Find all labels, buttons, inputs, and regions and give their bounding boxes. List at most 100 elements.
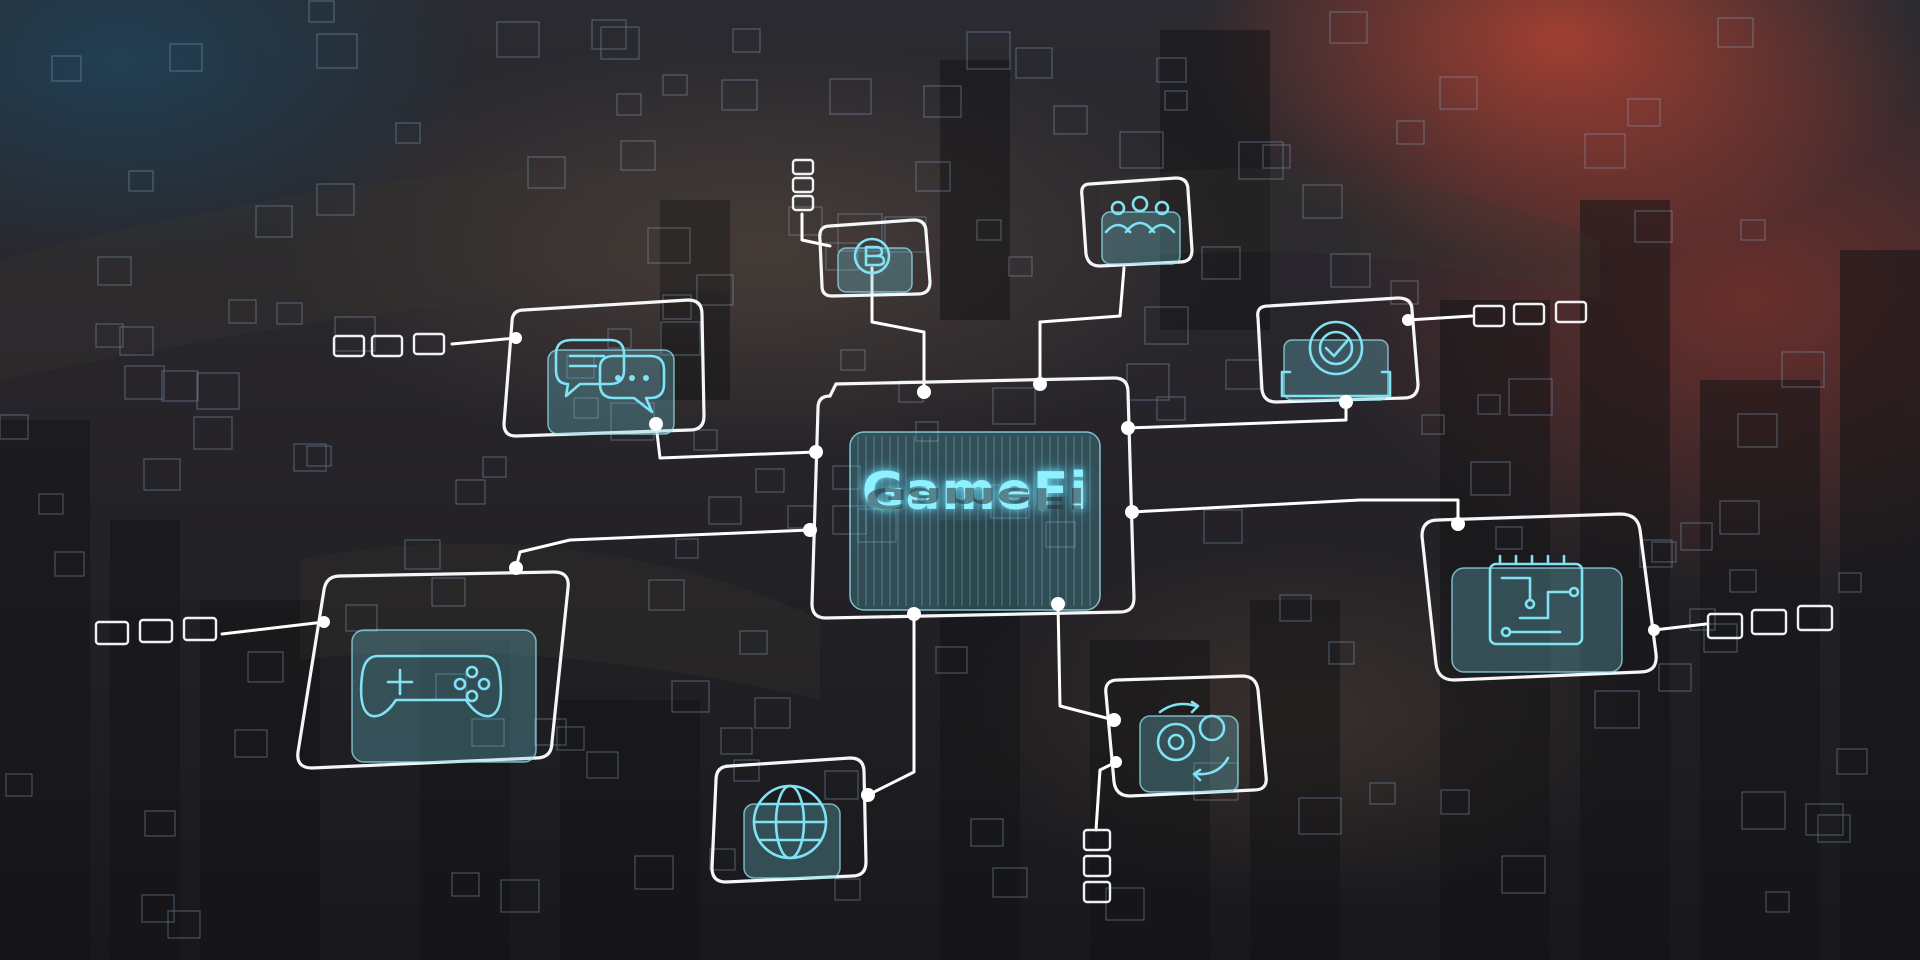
- floating-square: [1369, 782, 1396, 805]
- floating-square: [247, 651, 284, 683]
- floating-square: [966, 31, 1011, 70]
- floating-square: [1817, 814, 1851, 843]
- floating-square: [923, 85, 962, 118]
- floating-square: [1238, 141, 1284, 180]
- floating-square: [1105, 887, 1145, 921]
- floating-square: [0, 414, 29, 440]
- floating-square: [451, 872, 480, 897]
- floating-square: [1717, 17, 1754, 48]
- bitcoin-icon: [853, 237, 891, 275]
- floating-square: [1729, 569, 1757, 593]
- floating-square: [675, 538, 699, 559]
- floating-square: [1765, 891, 1790, 913]
- floating-square: [1639, 539, 1673, 568]
- processor-node: [1420, 512, 1658, 682]
- floating-square: [334, 316, 376, 352]
- floating-square: [634, 855, 674, 890]
- floating-square: [431, 577, 466, 607]
- floating-square: [1144, 306, 1189, 345]
- floating-square: [308, 0, 335, 23]
- floating-square: [573, 397, 599, 419]
- chat-bubbles-icon: [554, 338, 666, 414]
- floating-square: [1477, 394, 1501, 415]
- floating-square: [739, 630, 768, 655]
- floating-square: [1470, 461, 1511, 496]
- floating-square: [1008, 256, 1033, 277]
- floating-square: [620, 140, 656, 171]
- floating-square: [276, 302, 303, 325]
- floating-square: [128, 170, 154, 192]
- floating-square: [496, 21, 540, 58]
- floating-square: [293, 443, 327, 472]
- floating-square: [1781, 351, 1825, 388]
- floating-square: [1396, 120, 1425, 145]
- floating-square: [1329, 11, 1368, 44]
- floating-square: [143, 458, 181, 491]
- floating-square: [693, 429, 718, 451]
- processor-chip-chain: [1706, 604, 1834, 640]
- chat-node: [502, 298, 706, 438]
- floating-square: [1279, 594, 1312, 622]
- automation-chip-chain: [1082, 828, 1112, 904]
- floating-square: [935, 646, 968, 674]
- floating-square: [976, 219, 1002, 241]
- floating-square: [754, 697, 791, 729]
- floating-square: [51, 55, 82, 82]
- floating-square: [1838, 572, 1862, 593]
- floating-square: [915, 161, 951, 192]
- floating-square: [167, 910, 201, 939]
- floating-square: [1156, 396, 1186, 421]
- floating-square: [1689, 608, 1716, 631]
- floating-square: [1508, 378, 1553, 416]
- floating-square: [671, 680, 710, 713]
- circuit-chip-icon: [1488, 554, 1584, 646]
- settings-chip-chain: [1472, 300, 1588, 328]
- floating-square: [1164, 90, 1188, 111]
- gaming-node: [296, 570, 570, 770]
- floating-square: [1328, 641, 1355, 665]
- floating-square: [647, 227, 691, 264]
- gear-check-icon: [1280, 320, 1392, 398]
- floating-square: [161, 370, 199, 402]
- floating-square: [1156, 57, 1187, 83]
- automation-node: [1104, 674, 1268, 798]
- floating-square: [255, 205, 293, 238]
- floating-square: [825, 242, 859, 271]
- floating-square: [306, 445, 332, 467]
- floating-square: [1203, 509, 1243, 544]
- floating-square: [662, 294, 692, 320]
- floating-square: [141, 894, 175, 923]
- floating-square: [755, 468, 785, 493]
- floating-square: [1680, 522, 1713, 551]
- floating-square: [1501, 855, 1546, 894]
- floating-square: [95, 323, 124, 348]
- floating-square: [616, 93, 642, 116]
- floating-square: [648, 579, 685, 611]
- floating-square: [832, 465, 861, 490]
- gears-cycle-icon: [1156, 700, 1230, 782]
- floating-square: [196, 372, 240, 410]
- floating-square: [732, 28, 761, 53]
- floating-square: [5, 773, 33, 797]
- floating-square: [1298, 797, 1342, 835]
- floating-square: [193, 416, 233, 450]
- floating-square: [721, 79, 758, 111]
- floating-square: [662, 74, 688, 96]
- floating-square: [1439, 76, 1478, 110]
- floating-square: [482, 456, 507, 478]
- floating-square: [316, 183, 355, 216]
- floating-square: [733, 759, 760, 782]
- floating-square: [788, 206, 823, 236]
- hub-title: GameFi: [861, 462, 1089, 522]
- floating-square: [1302, 184, 1343, 219]
- floating-square: [1390, 280, 1419, 305]
- floating-square: [1658, 663, 1692, 692]
- floating-square: [720, 727, 753, 755]
- floating-square: [1805, 803, 1844, 836]
- floating-square: [992, 387, 1036, 425]
- floating-square: [840, 349, 866, 371]
- connector-lines: [220, 212, 1708, 832]
- floating-square: [1201, 246, 1241, 280]
